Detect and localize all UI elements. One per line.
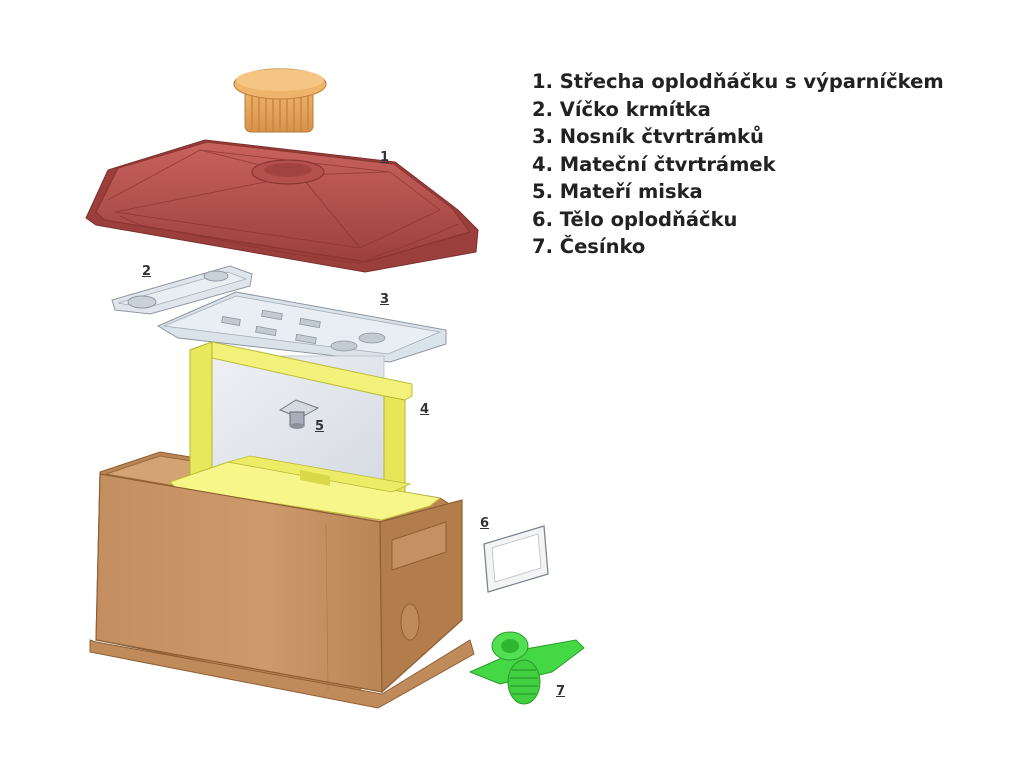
legend-item: 7. Česínko (532, 235, 646, 258)
callout-roof: 1 (380, 150, 390, 165)
frame-carrier-part (156, 291, 447, 363)
callout-queen-cup: 5 (315, 419, 325, 434)
feeder-lid-part (111, 265, 253, 315)
legend-item: 4. Mateční čtvrtrámek (532, 152, 776, 176)
roof-part (85, 139, 479, 273)
callout-entrance: 7 (556, 684, 566, 699)
body-front (89, 473, 475, 709)
queen-cup-part (278, 399, 320, 429)
callout-frame-carrier: 3 (380, 292, 390, 307)
callout-feeder-lid: 2 (142, 264, 152, 279)
frame-part (169, 341, 442, 521)
parts-legend: 1. Střecha oplodňáčku s výparníčkem 2. V… (532, 68, 944, 261)
window-pane-part (483, 525, 549, 593)
legend-item: 5. Mateří miska (532, 180, 703, 203)
callout-body: 6 (480, 516, 490, 531)
evaporator-part (233, 68, 327, 133)
legend-item: 2. Víčko krmítka (532, 97, 711, 121)
entrance-part (468, 631, 585, 705)
callout-frame: 4 (420, 402, 430, 417)
legend-item: 3. Nosník čtvrtrámků (532, 125, 764, 148)
legend-item: 6. Tělo oplodňáčku (532, 207, 738, 231)
legend-item: 1. Střecha oplodňáčku s výparníčkem (532, 70, 944, 93)
